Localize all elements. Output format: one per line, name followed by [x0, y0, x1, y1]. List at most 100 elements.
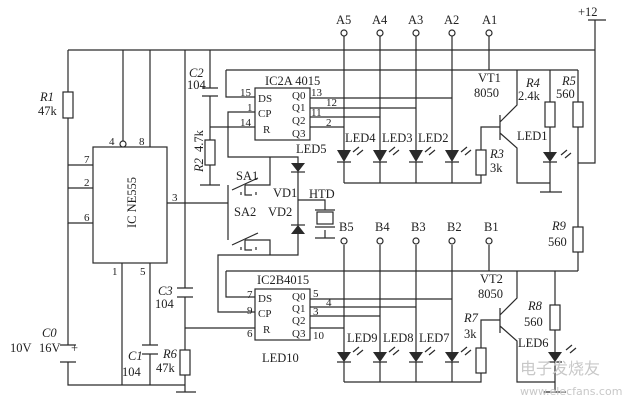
resistor-r1 [62, 91, 74, 119]
wires [67, 19, 606, 393]
led-9-icon [337, 346, 364, 363]
ic2a-in-r: R [263, 124, 271, 136]
led10-label: LED10 [262, 351, 299, 365]
resistor-r7 [475, 347, 487, 374]
terminal-a3[interactable] [412, 29, 420, 37]
ic2a-out-q2: Q2 [292, 115, 305, 127]
ic2b-in-r: R [263, 324, 271, 336]
r5-value: 560 [556, 87, 575, 101]
vd1-label: VD1 [273, 186, 297, 200]
supply-label: +12 [578, 5, 598, 19]
vt2-ref: VT2 [480, 272, 503, 286]
r4-ref: R4 [525, 76, 540, 90]
watermark-url: www.elecfans.com [520, 385, 622, 398]
terminal-b5[interactable] [340, 237, 348, 245]
c0-ref: C0 [42, 326, 57, 340]
c0-value-1: 10V [10, 341, 32, 355]
capacitor-c3 [177, 287, 193, 298]
ic2b-label: IC2B4015 [257, 273, 309, 287]
capacitor-c1 [142, 344, 158, 355]
ic2a-pin-13: 13 [311, 87, 323, 99]
ic2a-chip [254, 87, 311, 141]
terminal-b1[interactable] [485, 237, 493, 245]
vd2-label: VD2 [268, 205, 292, 219]
terminal-b3[interactable] [412, 237, 420, 245]
label-a5: A5 [336, 13, 351, 27]
r6-value: 47k [156, 361, 176, 375]
leds-group [291, 146, 577, 363]
resistor-r9 [572, 226, 584, 253]
c2-ref: C2 [189, 66, 204, 80]
ne555-pin-1: 1 [112, 266, 118, 278]
ne555-pin-6: 6 [84, 212, 90, 224]
r1-value: 47k [38, 104, 58, 118]
ic2a-out-q0: Q0 [292, 90, 306, 102]
terminal-b2[interactable] [448, 237, 456, 245]
ic2b-out-q1: Q1 [292, 303, 305, 315]
led-5-icon [445, 146, 472, 163]
capacitors [60, 87, 218, 363]
label-b1: B1 [484, 220, 499, 234]
r5-ref: R5 [561, 74, 576, 88]
terminal-a4[interactable] [376, 29, 384, 37]
watermark-text: 电子发烧友 [520, 359, 600, 378]
ic2b-pin-7: 7 [247, 289, 253, 301]
ic2b-out-q0: Q0 [292, 291, 306, 303]
vt2-value: 8050 [478, 287, 503, 301]
switch-sa2-icon[interactable] [231, 232, 259, 251]
ne555-pin-4: 4 [109, 136, 115, 148]
ic2a-pin-2: 2 [326, 117, 332, 129]
ic2b-pin-5: 5 [313, 288, 319, 300]
ne555-label: IC NE555 [125, 177, 139, 228]
capacitor-c2 [202, 87, 218, 97]
ic2b-in-ds: DS [258, 293, 272, 305]
terminal-a5[interactable] [340, 29, 348, 37]
led-6-icon [548, 344, 577, 363]
terminal-b4[interactable] [376, 237, 384, 245]
ne555-pin-3: 3 [172, 192, 178, 204]
led9-label: LED9 [347, 331, 378, 345]
label-b4: B4 [375, 220, 390, 234]
label-b2: B2 [447, 220, 462, 234]
label-a3: A3 [408, 13, 423, 27]
label-b5: B5 [339, 220, 354, 234]
led-2-icon [409, 146, 436, 163]
led2-label: LED2 [418, 131, 449, 145]
led-3-icon [373, 146, 400, 163]
led-7-icon [409, 346, 436, 363]
led4-label: LED4 [345, 131, 376, 145]
ic2a-in-cp: CP [258, 108, 271, 120]
terminal-a1[interactable] [485, 29, 493, 37]
ic2a-label: IC2A 4015 [265, 74, 320, 88]
resistor-r8 [549, 304, 561, 331]
resistor-r5 [572, 101, 584, 128]
ic2b-pin-9: 9 [247, 305, 253, 317]
ic2b-pin-4: 4 [326, 297, 332, 309]
led-4-icon [337, 146, 364, 163]
r6-ref: R6 [162, 347, 178, 361]
ne555-pin-5: 5 [140, 266, 146, 278]
r3-value: 3k [490, 161, 503, 175]
c0-polarity: + [71, 341, 78, 355]
diode-vd2-icon [291, 224, 305, 234]
led1-label: LED1 [517, 129, 548, 143]
resistor-r4 [544, 101, 556, 128]
c1-value: 104 [122, 365, 142, 379]
ic2b-chip [254, 288, 311, 341]
resistors [62, 91, 584, 376]
ne555-pin-2: 2 [84, 177, 90, 189]
r9-ref: R9 [551, 219, 567, 233]
led6-label: LED6 [518, 336, 549, 350]
r8-ref: R8 [527, 299, 543, 313]
label-a4: A4 [372, 13, 388, 27]
buzzer-htd-icon [315, 209, 335, 228]
switch-sa1-icon[interactable] [231, 177, 259, 196]
ic2b-pin-3: 3 [313, 306, 319, 318]
capacitor-c0 [60, 344, 76, 363]
c3-value: 104 [155, 297, 175, 311]
led5-label: LED5 [296, 142, 327, 156]
ic2b-out-q2: Q2 [292, 315, 305, 327]
terminal-a2[interactable] [448, 29, 456, 37]
vt1-ref: VT1 [478, 71, 501, 85]
